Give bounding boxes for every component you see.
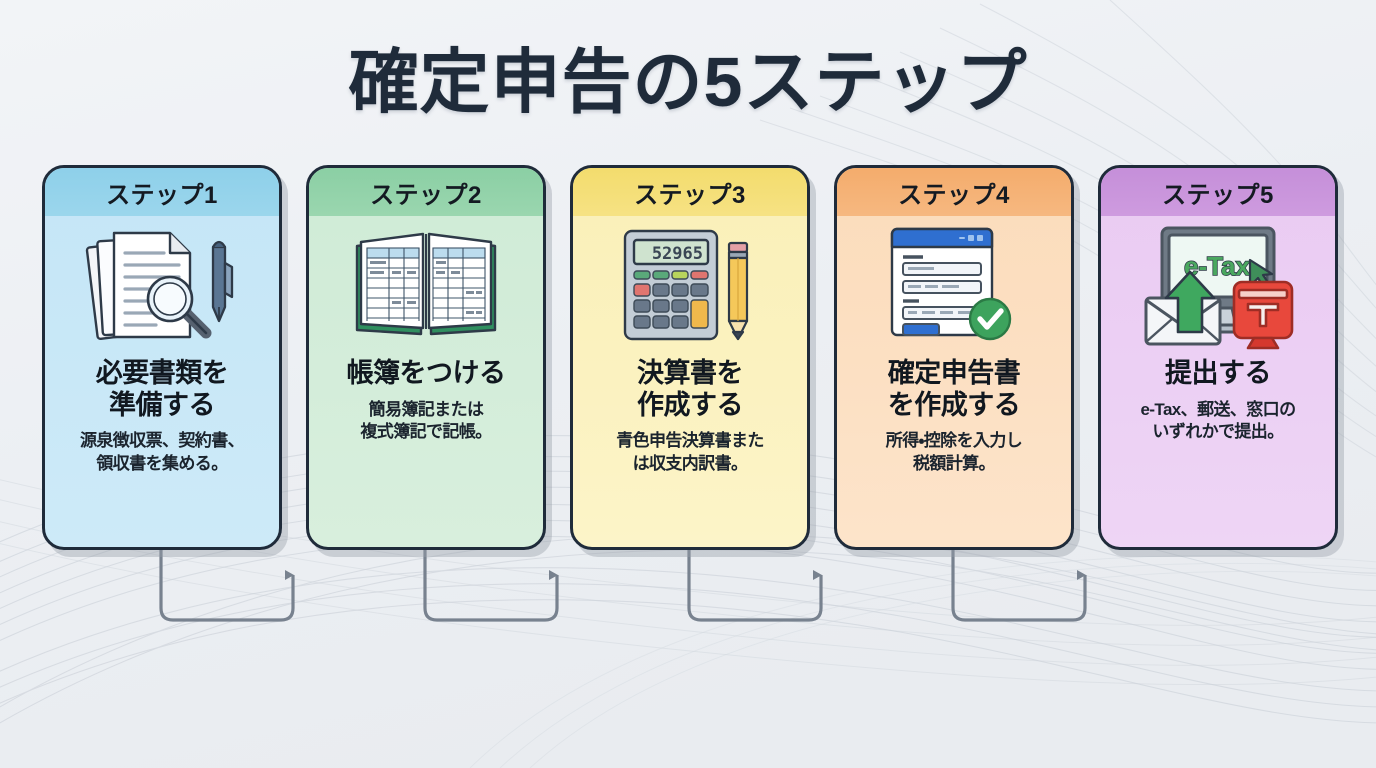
etax-monitor-envelope-mailbox-icon: e-Tax xyxy=(1111,216,1325,354)
step-card-3-text: 決算書を 作成する 青色申告決算書また は収支内訳書。 xyxy=(583,354,797,539)
step-card-3-title: 決算書を 作成する xyxy=(637,358,744,420)
open-ledger-book-icon xyxy=(319,216,533,354)
step-card-3[interactable]: ステップ3 52965 xyxy=(570,165,810,550)
step-card-1-desc: 源泉徴収票、契約書、 領収書を集める。 xyxy=(80,431,245,473)
step-card-1-body: 必要書類を 準備する 源泉徴収票、契約書、 領収書を集める。 xyxy=(45,216,279,547)
step-card-3-desc: 青色申告決算書また は収支内訳書。 xyxy=(616,431,764,473)
form-window-checkmark-icon xyxy=(847,216,1061,354)
step-card-5[interactable]: ステップ5 e-Tax xyxy=(1098,165,1338,550)
step-card-5-title: 提出する xyxy=(1165,358,1272,388)
step-card-3-header-label: ステップ3 xyxy=(634,181,746,209)
step-card-5-header-label: ステップ5 xyxy=(1162,181,1274,209)
step-card-1-header-label: ステップ1 xyxy=(106,181,218,209)
step-card-1-title: 必要書類を 準備する xyxy=(95,358,229,420)
step-card-2-header-label: ステップ2 xyxy=(370,181,482,209)
steps-row: ステップ1 xyxy=(0,165,1376,550)
step-card-4-desc: 所得・控除を入力し 税額計算。 xyxy=(885,431,1023,473)
step-card-3-body: 52965 xyxy=(573,216,807,547)
calculator-display-value: 52965 xyxy=(652,244,703,264)
step-card-4-body: 確定申告書 を作成する 所得・控除を入力し 税額計算。 xyxy=(837,216,1071,547)
connector-step4-step5 xyxy=(951,550,1087,622)
step-card-4-text: 確定申告書 を作成する 所得・控除を入力し 税額計算。 xyxy=(847,354,1061,539)
connector-step3-step4 xyxy=(687,550,823,622)
step-card-2-desc: 簡易簿記または 複式簿記で記帳。 xyxy=(360,399,492,442)
step-card-4[interactable]: ステップ4 xyxy=(834,165,1074,550)
step-card-1-text: 必要書類を 準備する 源泉徴収票、契約書、 領収書を集める。 xyxy=(55,354,269,539)
step-card-1-header: ステップ1 xyxy=(45,168,279,216)
step-card-2-header: ステップ2 xyxy=(309,168,543,216)
connector-step1-step2 xyxy=(159,550,295,622)
step-card-1[interactable]: ステップ1 xyxy=(42,165,282,550)
step-card-2-title: 帳簿をつける xyxy=(346,358,507,388)
step-card-2-body: 帳簿をつける 簡易簿記または 複式簿記で記帳。 xyxy=(309,216,543,547)
step-card-2-text: 帳簿をつける 簡易簿記または 複式簿記で記帳。 xyxy=(319,354,533,539)
step-card-5-desc: e-Tax、郵送、窓口の いずれかで提出。 xyxy=(1140,399,1297,442)
step-card-3-header: ステップ3 xyxy=(573,168,807,216)
page-title: 確定申告の5ステップ xyxy=(348,43,1028,121)
calculator-pencil-icon: 52965 xyxy=(583,216,797,354)
step-card-4-header-label: ステップ4 xyxy=(898,181,1010,209)
step-card-2[interactable]: ステップ2 xyxy=(306,165,546,550)
step-card-4-title: 確定申告書 を作成する xyxy=(887,358,1021,420)
step-card-5-header: ステップ5 xyxy=(1101,168,1335,216)
step-card-5-text: 提出する e-Tax、郵送、窓口の いずれかで提出。 xyxy=(1111,354,1325,539)
step-card-4-header: ステップ4 xyxy=(837,168,1071,216)
documents-magnifier-pen-icon xyxy=(55,216,269,354)
connector-step2-step3 xyxy=(423,550,559,622)
step-card-5-body: e-Tax xyxy=(1101,216,1335,547)
